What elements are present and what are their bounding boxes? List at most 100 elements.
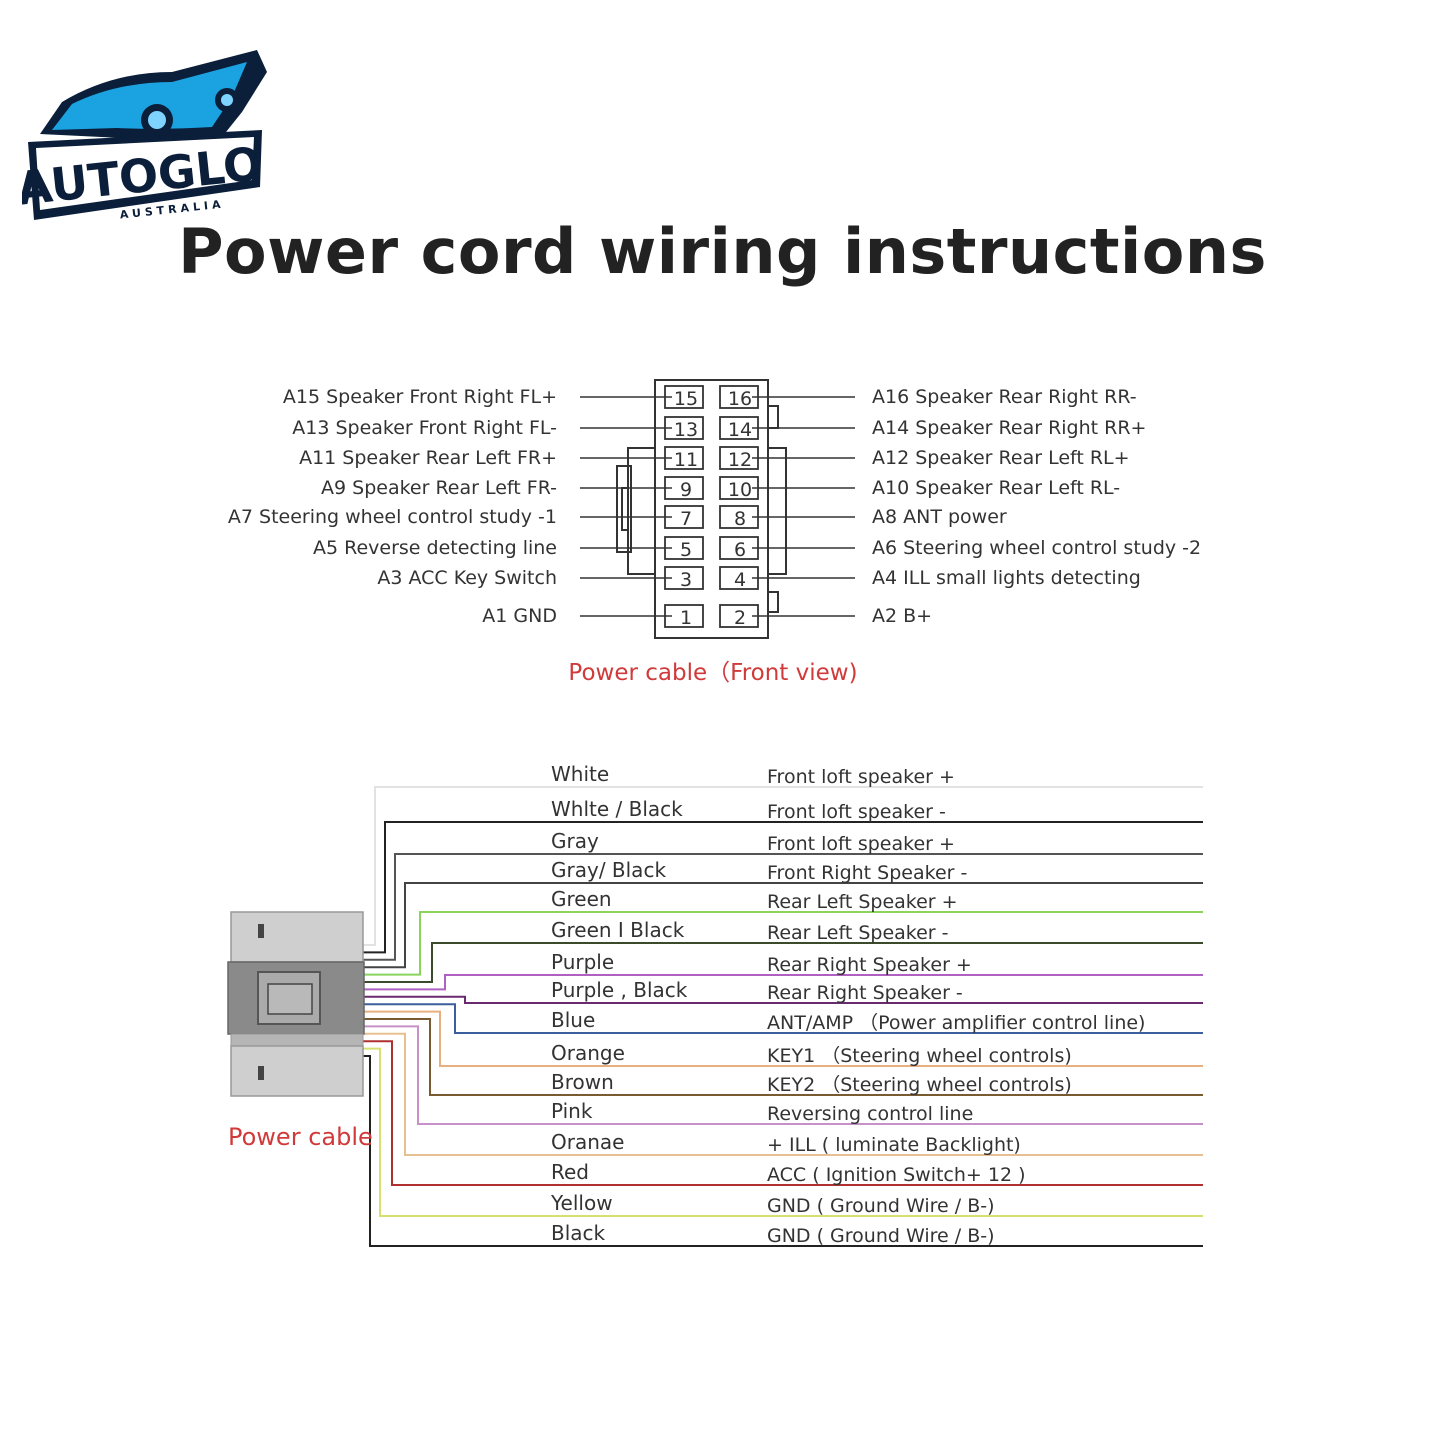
wire-function: KEY2 （Steering wheel controls) (767, 1074, 1072, 1096)
pin-label-right: A14 Speaker Rear Right RR+ (872, 417, 1146, 439)
pin-label-left: A1 GND (482, 605, 557, 627)
pin-label-left: A13 Speaker Front Right FL- (292, 417, 557, 439)
pin-label-left: A5 Reverse detecting line (313, 537, 557, 559)
wire (363, 786, 1203, 946)
pin-label-right: A8 ANT power (872, 506, 1007, 528)
wire (363, 1010, 1203, 1067)
wire-color-name: Whlte / Black (551, 797, 683, 821)
pin-12: 12 (719, 446, 759, 471)
wire-color-name: Gray/ Black (551, 858, 666, 882)
wire (363, 1032, 1203, 1156)
wire (363, 1025, 1203, 1125)
pin-number: 11 (674, 449, 698, 471)
wire-color-name: Gray (551, 829, 599, 853)
power-cable-label: Power cable (228, 1123, 373, 1151)
wire-function: Reversing control line (767, 1103, 973, 1125)
pin-number: 15 (674, 388, 698, 410)
wire-function: GND ( Ground Wire / B-) (767, 1195, 995, 1217)
wire-color-name: Red (551, 1160, 589, 1184)
wire-color-name: Oranae (551, 1130, 624, 1154)
pin-number: 7 (680, 508, 692, 530)
wire-color-name: White (551, 762, 609, 786)
wire-row: White Front loft speaker + (363, 762, 1203, 946)
wire-harness: White Front loft speaker + Whlte / Black Fr… (227, 762, 1203, 1247)
wire (363, 1055, 1203, 1247)
wire-row: Orange KEY1 （Steering wheel controls) (363, 1010, 1203, 1067)
wire-color-name: Black (551, 1221, 606, 1245)
wire-function: Front loft speaker + (767, 766, 955, 788)
pin-1: 1 (664, 604, 704, 629)
pin-11: 11 (664, 446, 704, 471)
wire (363, 1040, 1203, 1186)
pin-number: 12 (728, 449, 752, 471)
pin-number: 16 (728, 388, 752, 410)
wire (363, 1003, 1203, 1034)
wire-function: Rear Right Speaker + (767, 954, 972, 976)
wire-row: Purple Rear Right Speaker + (363, 950, 1203, 991)
wire-color-name: Orange (551, 1041, 625, 1065)
pin-14: 14 (719, 416, 759, 441)
wire-function: ACC ( Ignition Switch+ 12 ) (767, 1164, 1026, 1186)
wire-color-name: Purple , Black (551, 978, 688, 1002)
power-cable-plug (227, 911, 365, 1097)
pin-9: 9 (664, 476, 704, 501)
wire-function: KEY1 （Steering wheel controls) (767, 1045, 1072, 1067)
pin-number: 2 (734, 607, 746, 629)
wire-color-name: Purple (551, 950, 614, 974)
pin-2: 2 (719, 604, 759, 629)
pin-6: 6 (719, 536, 759, 561)
wire (363, 911, 1203, 976)
pin-label-right: A6 Steering wheel control study -2 (872, 537, 1201, 559)
pin-label-right: A12 Speaker Rear Left RL+ (872, 447, 1130, 469)
pin-number: 6 (734, 539, 746, 561)
pin-label-right: A4 ILL small lights detecting (872, 567, 1141, 589)
pin-number: 10 (728, 479, 752, 501)
wire-function: + ILL ( luminate Backlight) (767, 1134, 1021, 1156)
wire (363, 1047, 1203, 1217)
wire-function: ANT/AMP （Power amplifier control line) (767, 1012, 1145, 1034)
pin-label-left: A7 Steering wheel control study -1 (228, 506, 557, 528)
wire (363, 853, 1203, 961)
wire (363, 1018, 1203, 1096)
wire (363, 974, 1203, 991)
pin-7: 7 (664, 505, 704, 530)
wire-color-name: Brown (551, 1070, 614, 1094)
wire (363, 942, 1203, 983)
wire-function: Front loft speaker - (767, 801, 946, 823)
autoglo-logo: AUTOGLO AUSTRALIA (22, 50, 267, 221)
pin-number: 13 (674, 419, 698, 441)
wire-row: Oranae + ILL ( luminate Backlight) (363, 1032, 1203, 1156)
pin-number: 8 (734, 508, 746, 530)
wire-row: Whlte / Black Front loft speaker - (363, 797, 1203, 954)
wire-row: Black GND ( Ground Wire / B-) (363, 1055, 1203, 1247)
pin-number: 4 (734, 569, 746, 591)
wire-function: Rear Right Speaker - (767, 982, 963, 1004)
wire-row: Red ACC ( Ignition Switch+ 12 ) (363, 1040, 1203, 1186)
pin-number: 14 (728, 419, 752, 441)
pin-label-left: A9 Speaker Rear Left FR- (321, 477, 557, 499)
pin-label-left: A15 Speaker Front Right FL+ (283, 386, 557, 408)
pin-4: 4 (719, 566, 759, 591)
connector-caption: Power cable（Front view) (568, 660, 857, 686)
pin-label-left: A11 Speaker Rear Left FR+ (299, 447, 557, 469)
wire (363, 995, 1203, 1004)
pin-label-right: A16 Speaker Rear Right RR- (872, 386, 1137, 408)
pin-label-left: A3 ACC Key Switch (377, 567, 557, 589)
connector-front-view: 15 13 11 9 7 5 3 1 16 14 12 10 8 6 4 2 A15 Speaker Fron… (228, 379, 1201, 686)
wire-color-name: Green I Black (551, 918, 685, 942)
pin-number: 1 (680, 607, 692, 629)
pin-label-right: A10 Speaker Rear Left RL- (872, 477, 1120, 499)
pin-number: 5 (680, 539, 692, 561)
wire-color-name: Yellow (550, 1191, 613, 1215)
pin-label-right: A2 B+ (872, 605, 932, 627)
pin-3: 3 (664, 566, 704, 591)
wire-row: Brown KEY2 （Steering wheel controls) (363, 1018, 1203, 1096)
pin-13: 13 (664, 416, 704, 441)
pin-number: 9 (680, 479, 692, 501)
